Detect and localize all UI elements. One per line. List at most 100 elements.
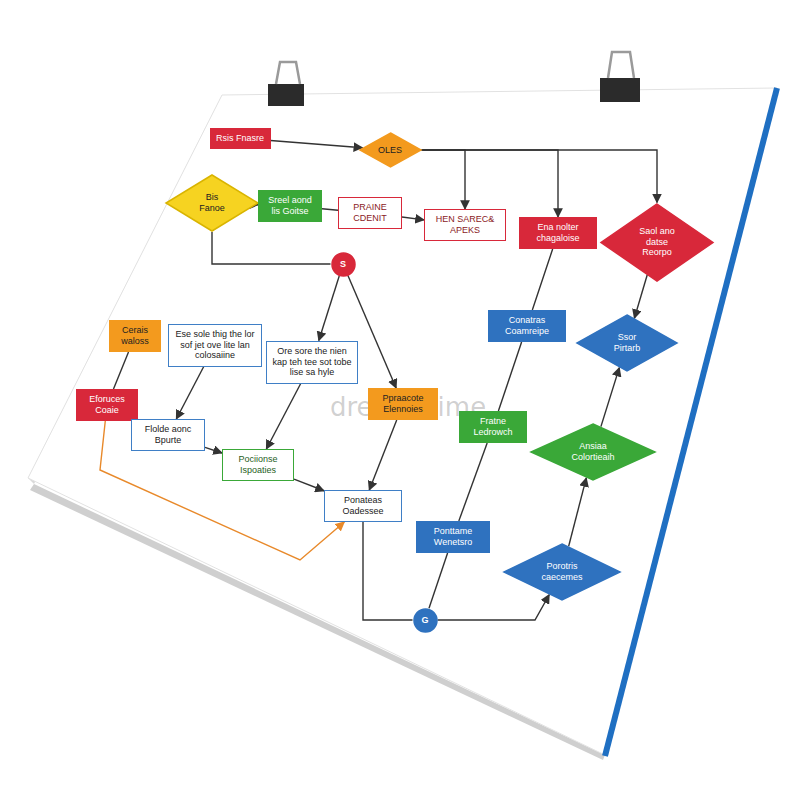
connector-arrow bbox=[429, 553, 448, 608]
node-text: PRAINE CDENIT bbox=[344, 202, 396, 224]
process-box: PRAINE CDENIT bbox=[338, 197, 402, 229]
connector-arrow bbox=[319, 276, 339, 341]
process-box: Pociionse Ispoaties bbox=[222, 449, 294, 481]
process-box: Rsis Fnasre bbox=[210, 128, 271, 149]
node-text: Porotris caecemes bbox=[536, 561, 588, 583]
decision-diamond: Bis Fanoe bbox=[165, 174, 259, 232]
decision-diamond: Saol ano datse Reorpo bbox=[600, 203, 714, 282]
node-text: Ssor Pirtarb bbox=[605, 332, 649, 354]
text-block: Conatras Coamreipe bbox=[494, 315, 560, 337]
connector-arrow bbox=[176, 367, 203, 420]
node-text: Ponttame Wenetsro bbox=[422, 526, 484, 548]
text-block: S bbox=[340, 259, 346, 270]
connector-arrow bbox=[294, 479, 324, 491]
text-block: Pociionse Ispoaties bbox=[228, 454, 288, 476]
decision-diamond: Ssor Pirtarb bbox=[576, 314, 678, 372]
text-block: Flolde aonc Bpurte bbox=[137, 424, 199, 446]
decision-diamond: Porotris caecemes bbox=[503, 543, 621, 601]
connector-arrow bbox=[212, 232, 331, 264]
decision-diamond: OLES bbox=[359, 132, 422, 168]
binder-clip bbox=[600, 52, 640, 102]
diamond-shape bbox=[531, 424, 655, 480]
node-text: Bis Fanoe bbox=[192, 192, 232, 214]
text-block: Ena nolter chagaloise bbox=[525, 222, 591, 244]
text-block: PRAINE CDENIT bbox=[344, 202, 396, 224]
diamond-shape bbox=[577, 315, 677, 371]
connector-arrow bbox=[363, 522, 413, 620]
connector-arrow bbox=[402, 217, 424, 220]
connector-arrow bbox=[532, 249, 552, 310]
text-block: G bbox=[421, 615, 428, 626]
diamond-shape bbox=[166, 175, 258, 231]
text-block: Rsis Fnasre bbox=[216, 133, 264, 144]
process-box: Eforuces Coaie bbox=[76, 389, 138, 421]
text-block: Sreel aond lis Goitse bbox=[264, 195, 316, 217]
connector-arrow bbox=[498, 342, 521, 411]
text-block: Ore sore the nien kap teh tee sot tobe l… bbox=[272, 346, 352, 378]
connector-circle: G bbox=[413, 608, 438, 633]
node-text: Saol ano datse Reorpo bbox=[632, 226, 682, 258]
node-text: Ponateas Oadessee bbox=[330, 495, 396, 517]
binder-clip bbox=[268, 62, 304, 106]
process-box: Conatras Coamreipe bbox=[488, 310, 566, 342]
process-box: Ena nolter chagaloise bbox=[519, 217, 597, 249]
node-text: Ena nolter chagaloise bbox=[525, 222, 591, 244]
decision-diamond: Ansiaa Colortieaih bbox=[530, 423, 656, 481]
connector-arrow bbox=[459, 443, 487, 521]
process-box: Ponateas Oadessee bbox=[324, 490, 402, 522]
diamond-shape bbox=[601, 204, 713, 281]
note-box: Ese sole thig the lor sof jet ove lite l… bbox=[168, 324, 262, 367]
text-block: Eforuces Coaie bbox=[82, 394, 132, 416]
process-box: Flolde aonc Bpurte bbox=[131, 419, 205, 451]
text-block: Ansiaa Colortieaih bbox=[565, 441, 621, 463]
connector-arrow bbox=[601, 368, 619, 427]
circle-shape bbox=[414, 609, 437, 632]
note-box: Ore sore the nien kap teh tee sot tobe l… bbox=[266, 341, 358, 384]
board-side bbox=[605, 88, 777, 756]
connector-circle: S bbox=[331, 252, 356, 277]
connector-arrow bbox=[422, 150, 466, 209]
text-block: Cerais waloss bbox=[115, 325, 155, 347]
node-text: Ppraacote Elennoies bbox=[374, 393, 432, 415]
text-block: OLES bbox=[378, 145, 402, 156]
process-box: Fratne Ledrowch bbox=[459, 411, 527, 443]
node-text: G bbox=[421, 615, 428, 626]
node-text: Eforuces Coaie bbox=[82, 394, 132, 416]
process-box: Ppraacote Elennoies bbox=[368, 388, 438, 420]
node-text: HEN SAREC& APEKS bbox=[430, 214, 500, 236]
text-block: Ponttame Wenetsro bbox=[422, 526, 484, 548]
connector-arrow bbox=[322, 209, 338, 210]
text-block: Porotris caecemes bbox=[536, 561, 588, 583]
connector-arrow bbox=[205, 447, 222, 453]
diamond-shape bbox=[504, 544, 620, 600]
node-text: Ansiaa Colortieaih bbox=[565, 441, 621, 463]
process-box: Cerais waloss bbox=[109, 320, 161, 352]
process-box: Sreel aond lis Goitse bbox=[258, 190, 322, 222]
connector-arrow bbox=[569, 478, 587, 546]
node-text: Conatras Coamreipe bbox=[494, 315, 560, 337]
node-text: S bbox=[340, 259, 346, 270]
connector-arrow bbox=[422, 150, 559, 217]
text-block: Fratne Ledrowch bbox=[465, 416, 521, 438]
node-text: OLES bbox=[378, 145, 402, 156]
node-text: Sreel aond lis Goitse bbox=[264, 195, 316, 217]
connector-arrow bbox=[271, 140, 363, 147]
node-text: Cerais waloss bbox=[115, 325, 155, 347]
text-block: Bis Fanoe bbox=[192, 192, 232, 214]
text-block: Ese sole thig the lor sof jet ove lite l… bbox=[174, 329, 256, 361]
text-block: Saol ano datse Reorpo bbox=[632, 226, 682, 258]
text-block: Ssor Pirtarb bbox=[605, 332, 649, 354]
circle-shape bbox=[332, 253, 355, 276]
node-text: Ese sole thig the lor sof jet ove lite l… bbox=[174, 329, 256, 361]
connector-arrow bbox=[113, 352, 128, 389]
process-box: Ponttame Wenetsro bbox=[416, 521, 490, 553]
connector-arrow bbox=[266, 384, 300, 450]
connector-arrow bbox=[369, 420, 396, 490]
connector-arrow bbox=[438, 595, 550, 620]
connector-arrow bbox=[422, 150, 658, 203]
node-text: Ore sore the nien kap teh tee sot tobe l… bbox=[272, 346, 352, 378]
text-block: HEN SAREC& APEKS bbox=[430, 214, 500, 236]
process-box: HEN SAREC& APEKS bbox=[424, 209, 506, 241]
diamond-shape bbox=[360, 133, 421, 167]
